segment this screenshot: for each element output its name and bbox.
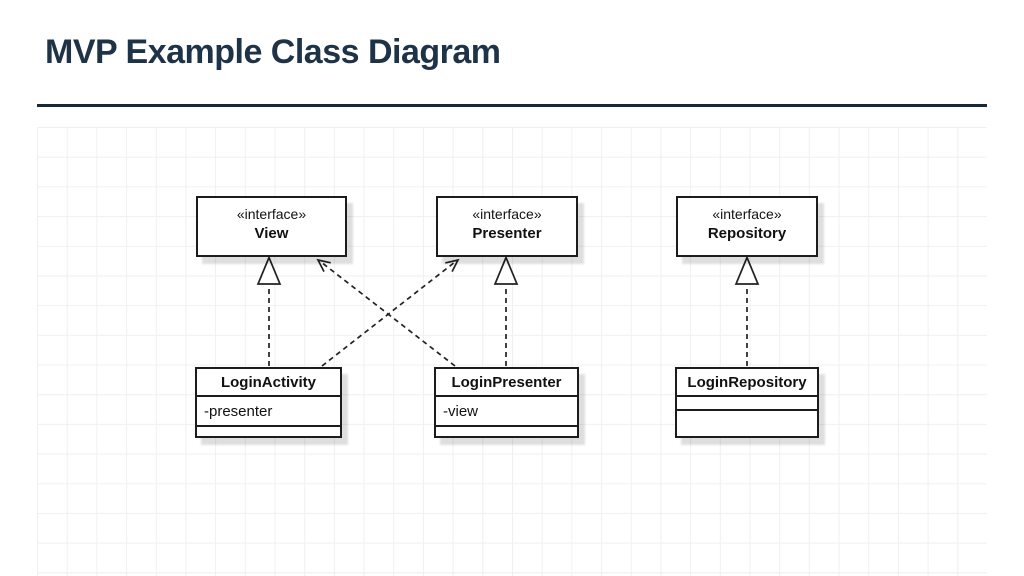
class-name: LoginPresenter — [451, 373, 562, 391]
class-methods — [436, 425, 577, 436]
uml-class-loginpresenter: LoginPresenter -view — [434, 367, 579, 438]
uml-interface-view: «interface» View — [196, 196, 347, 257]
diagram-canvas — [37, 127, 987, 576]
uml-interface-repository: «interface» Repository — [676, 196, 818, 257]
interface-name: Presenter — [472, 225, 542, 242]
stereotype-label: «interface» — [712, 206, 782, 222]
interface-name: Repository — [707, 225, 787, 242]
title-underline — [37, 104, 987, 107]
stereotype-label: «interface» — [472, 206, 542, 222]
class-methods — [677, 409, 817, 436]
class-attributes: -presenter — [197, 395, 340, 425]
uml-class-loginactivity: LoginActivity -presenter — [195, 367, 342, 438]
class-methods — [197, 425, 340, 436]
stereotype-label: «interface» — [236, 206, 307, 222]
interface-name: View — [254, 225, 289, 242]
class-attributes: -view — [436, 395, 577, 425]
class-name: LoginRepository — [687, 373, 807, 391]
attribute: -presenter — [204, 402, 273, 420]
class-attributes — [677, 395, 817, 409]
class-name: LoginActivity — [220, 373, 316, 391]
uml-interface-presenter: «interface» Presenter — [436, 196, 578, 257]
uml-class-loginrepository: LoginRepository — [675, 367, 819, 438]
attribute: -view — [443, 402, 479, 420]
slide-title: MVP Example Class Diagram — [45, 33, 501, 71]
